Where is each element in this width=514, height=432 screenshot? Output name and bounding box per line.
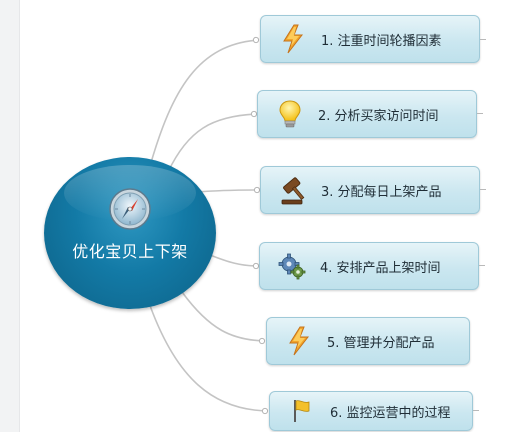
subtopic-label: 3. 分配每日上架产品 (321, 184, 442, 200)
connector-dot-3 (253, 186, 261, 194)
connector-1 (149, 39, 260, 167)
flag-icon (288, 396, 316, 426)
connector-dot-2 (250, 110, 258, 118)
subtopic-4-tail (479, 265, 485, 266)
connector-dot-5 (258, 337, 266, 345)
lightbulb-icon (276, 99, 304, 129)
subtopic-6[interactable]: 6. 监控运营中的过程 (269, 391, 473, 431)
subtopic-label: 4. 安排产品上架时间 (320, 260, 441, 276)
connector-5 (181, 291, 266, 342)
subtopic-2[interactable]: 2. 分析买家访问时间 (257, 90, 477, 138)
subtopic-label: 1. 注重时间轮播因素 (321, 33, 442, 49)
subtopic-label: 6. 监控运营中的过程 (330, 405, 451, 421)
connector-3 (197, 189, 261, 193)
connector-2 (167, 113, 258, 173)
connector-4 (209, 254, 260, 267)
connector-6 (147, 299, 269, 412)
subtopic-4[interactable]: 4. 安排产品上架时间 (259, 242, 479, 290)
gears-icon (278, 251, 306, 281)
subtopic-1[interactable]: 1. 注重时间轮播因素 (260, 15, 480, 63)
subtopic-5[interactable]: 5. 管理并分配产品 (266, 317, 470, 365)
subtopic-2-tail (477, 113, 483, 114)
subtopic-3[interactable]: 3. 分配每日上架产品 (260, 166, 480, 214)
central-topic-title: 优化宝贝上下架 (72, 242, 188, 261)
subtopic-3-tail (480, 189, 486, 190)
lightning-bolt-icon (285, 326, 313, 356)
gavel-icon (279, 175, 307, 205)
subtopic-6-tail (473, 410, 479, 411)
subtopic-label: 2. 分析买家访问时间 (318, 108, 439, 124)
compass-icon (108, 187, 152, 231)
subtopic-label: 5. 管理并分配产品 (327, 335, 435, 351)
lightning-bolt-icon (279, 24, 307, 54)
subtopic-1-tail (480, 39, 486, 40)
connector-dot-4 (252, 262, 260, 270)
left-margin-strip (0, 0, 20, 432)
connector-dot-6 (261, 407, 269, 415)
central-topic[interactable]: 优化宝贝上下架 (44, 157, 216, 309)
connector-dot-1 (252, 36, 260, 44)
